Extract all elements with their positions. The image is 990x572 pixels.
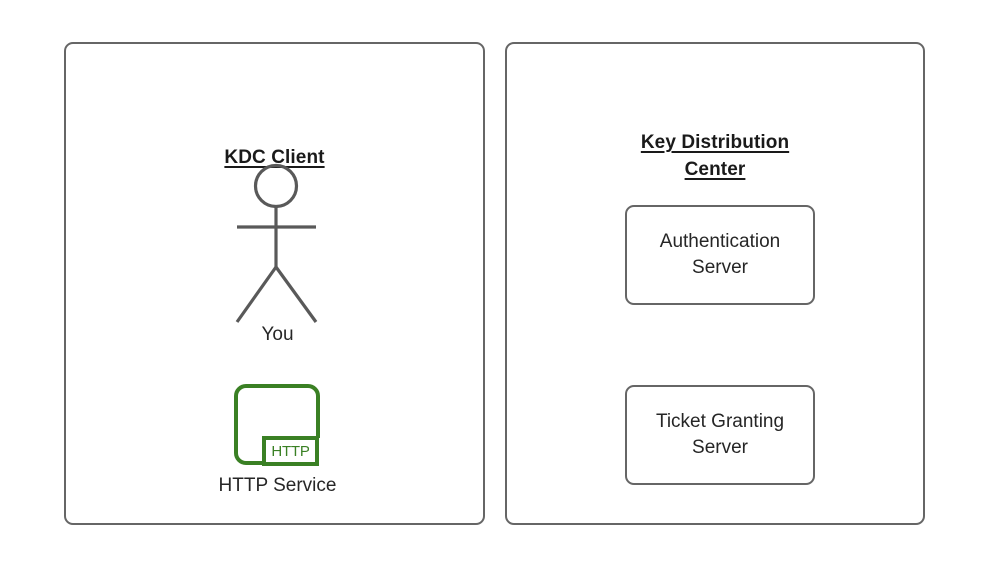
panel-title-kdc-client: KDC Client <box>66 144 483 171</box>
service-label-http: HTTP Service <box>218 475 337 496</box>
server-box-ticket-granting-server[interactable]: Ticket Granting Server <box>625 385 815 485</box>
server-box-ticket-granting-server-label: Ticket Granting Server <box>655 411 785 458</box>
panel-title-kdc-line-1: Key Distribution <box>640 132 790 153</box>
actor-label-you: You <box>261 324 294 345</box>
panel-title-kdc-line-2: Center <box>684 159 746 180</box>
server-box-authentication-server[interactable]: Authentication Server <box>625 205 815 305</box>
panel-title-key-distribution-center: Key Distribution Center <box>507 129 923 183</box>
http-service-icon <box>230 380 324 470</box>
stick-figure-person-icon <box>215 155 340 335</box>
server-box-authentication-server-label: Authentication Server <box>659 231 781 278</box>
panel-title-kdc-client-text: KDC Client <box>224 147 325 168</box>
